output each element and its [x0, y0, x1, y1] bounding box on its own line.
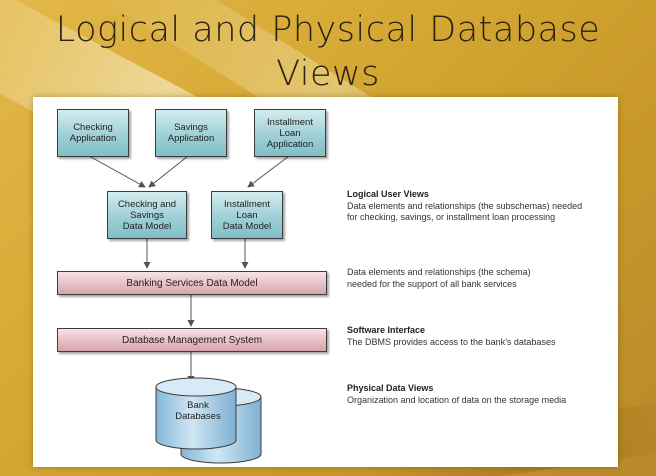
- checking-application-box: Checking Application: [57, 109, 129, 157]
- arrow-installment-to-model: [247, 155, 290, 188]
- bank-databases-label: Bank Databases: [175, 400, 221, 422]
- schema-description: Data elements and relationships (the sch…: [347, 267, 531, 290]
- slide-title-line2: Views: [276, 54, 380, 94]
- connector-lines: [88, 155, 290, 464]
- physical-data-views-text: Organization and location of data on the…: [347, 394, 567, 405]
- database-management-system-bar: Database Management System: [57, 328, 327, 352]
- installment-loan-application-box: Installment Loan Application: [254, 109, 326, 157]
- slide-title-line1: Logical and Physical Database: [55, 10, 601, 50]
- installment-loan-data-model-box: Installment Loan Data Model: [211, 191, 283, 239]
- physical-data-views-description: Physical Data Views Organization and loc…: [347, 383, 566, 406]
- logical-user-views-description: Logical User Views Data elements and rel…: [347, 189, 582, 224]
- savings-application-box: Savings Application: [155, 109, 227, 157]
- banking-services-data-model-bar: Banking Services Data Model: [57, 271, 327, 295]
- logical-user-views-text: Data elements and relationships (the sub…: [347, 200, 583, 223]
- software-interface-description: Software Interface The DBMS provides acc…: [347, 325, 555, 348]
- arrow-checking-to-model: [88, 155, 146, 188]
- slide-title: Logical and Physical Database Views: [0, 8, 656, 96]
- checking-savings-data-model-box: Checking and Savings Data Model: [107, 191, 187, 239]
- software-interface-text: The DBMS provides access to the bank’s d…: [347, 336, 556, 347]
- physical-data-views-heading: Physical Data Views: [347, 383, 434, 393]
- software-interface-heading: Software Interface: [347, 325, 426, 335]
- logical-user-views-heading: Logical User Views: [347, 189, 429, 199]
- arrow-savings-to-model: [148, 155, 189, 188]
- schema-text: Data elements and relationships (the sch…: [347, 267, 531, 289]
- database-cylinder-front: [155, 377, 237, 450]
- diagram-panel: Checking Application Savings Application…: [33, 97, 618, 467]
